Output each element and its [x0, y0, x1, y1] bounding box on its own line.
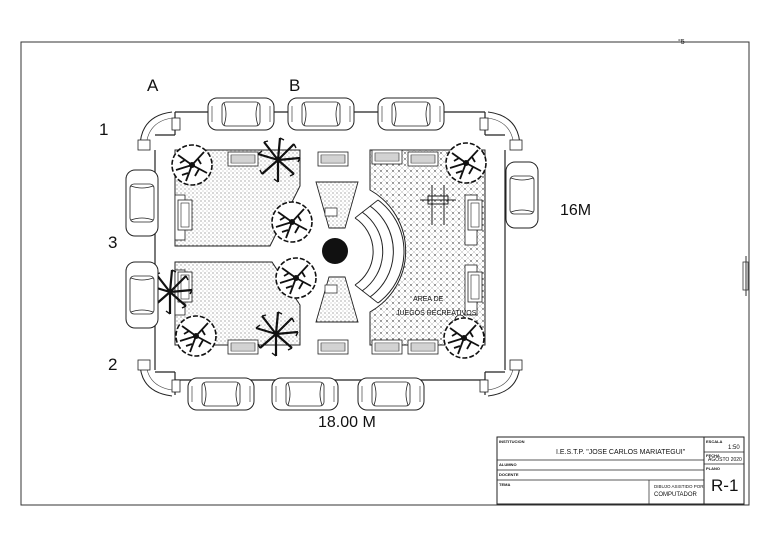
- corner-mark: °5: [678, 39, 685, 46]
- tree: [171, 144, 213, 186]
- sheet-label: PLANO: [706, 466, 720, 471]
- theme-label: TEMA: [499, 482, 511, 487]
- tree: [271, 201, 313, 243]
- car: [125, 261, 159, 329]
- tree: [443, 317, 485, 359]
- sheet-border: [20, 41, 750, 506]
- date-value: AGOSTO 2020: [708, 457, 742, 463]
- central-fountain: [322, 238, 348, 264]
- car: [207, 97, 275, 131]
- area-label-bottom: JUEGOS RECREATIVOS: [396, 310, 477, 317]
- grid-label-b: B: [289, 76, 301, 95]
- title-block: [496, 436, 745, 505]
- area-label-top: AREA DE: [413, 296, 444, 303]
- institution-label: INSTITUCION: [499, 439, 525, 444]
- tree: [445, 142, 487, 184]
- tree: [275, 257, 317, 299]
- date-label: FECHA: [706, 453, 720, 458]
- grid-label-3: 3: [108, 233, 118, 252]
- teacher-label: DOCENTE: [499, 472, 519, 477]
- dimension-depth: 16M: [560, 202, 592, 219]
- car: [505, 161, 539, 229]
- corner-curves: [139, 111, 521, 397]
- car: [377, 97, 445, 131]
- swing-set: [420, 185, 456, 225]
- scale-value: 1:50: [728, 445, 740, 451]
- central-fan-upper: [315, 181, 359, 229]
- tree: [175, 315, 217, 357]
- sheet-number: R-1: [711, 476, 739, 495]
- recreation-area: [369, 149, 486, 346]
- car: [187, 377, 255, 411]
- scale-label: ESCALA: [706, 439, 723, 444]
- subject-line-2: COMPUTADOR: [654, 492, 697, 498]
- car: [287, 97, 355, 131]
- dimension-width: 18.00 M: [318, 414, 376, 431]
- car: [271, 377, 339, 411]
- grid-label-1: 1: [99, 120, 109, 139]
- car: [357, 377, 425, 411]
- grid-label-2: 2: [108, 355, 118, 374]
- grid-label-a: A: [147, 76, 159, 95]
- amphitheater-seats: [354, 217, 374, 286]
- central-fan-lower: [315, 276, 359, 323]
- subject-line-1: DIBUJO ASISTIDO POR: [654, 484, 704, 489]
- student-label: ALUMNO: [499, 462, 517, 467]
- institution-name: I.E.S.T.P. "JOSE CARLOS MARIATEGUI": [556, 449, 686, 456]
- car: [125, 169, 159, 237]
